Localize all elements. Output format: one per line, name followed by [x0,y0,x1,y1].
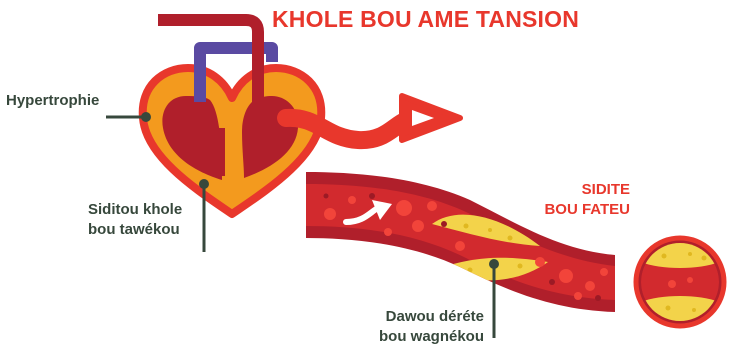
label-siditou-line1: Siditou khole [88,200,182,220]
label-dawou-line1: Dawou déréte [300,307,484,327]
label-dawou-derete: Dawou déréte bou wagnékou [300,307,484,347]
label-sidite-line2: BOU FATEU [470,200,630,220]
artery-cross-section-icon [636,238,724,326]
label-dawou-line2: bou wagnékou [300,327,484,347]
label-siditou-khole: Siditou khole bou tawékou [88,200,182,240]
label-sidite-bou-fateu: SIDITE BOU FATEU [470,180,630,220]
diagram-title: KHOLE BOU AME TANSION [272,6,579,33]
label-sidite-line1: SIDITE [470,180,630,200]
label-hypertrophie: Hypertrophie [6,92,99,109]
label-siditou-line2: bou tawékou [88,220,182,240]
